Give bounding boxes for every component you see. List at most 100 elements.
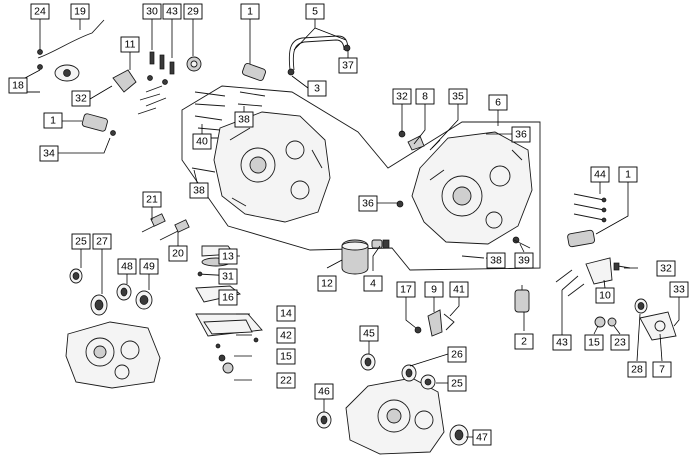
callout-box: 31 xyxy=(218,268,238,285)
svg-text:11: 11 xyxy=(125,39,136,51)
callout-box: 43 xyxy=(162,3,182,20)
callout-box: 12 xyxy=(317,275,337,292)
callout-box: 28 xyxy=(627,361,647,378)
right-crankcase xyxy=(411,131,533,245)
callout-box: 16 xyxy=(218,289,238,306)
callout-box: 45 xyxy=(359,325,379,342)
svg-text:43: 43 xyxy=(166,6,178,18)
callout-box: 18 xyxy=(8,77,28,94)
svg-text:35: 35 xyxy=(452,91,464,103)
svg-text:39: 39 xyxy=(518,255,530,267)
svg-text:9: 9 xyxy=(431,284,437,296)
callout-box: 48 xyxy=(117,258,137,275)
callout-box: 7 xyxy=(652,361,672,378)
callout-box: 38 xyxy=(189,182,209,199)
callout-box: 47 xyxy=(472,429,492,446)
svg-text:29: 29 xyxy=(187,6,199,18)
svg-text:28: 28 xyxy=(631,364,643,376)
callout-box: 17 xyxy=(396,281,416,298)
callout-box: 4 xyxy=(363,275,383,292)
callout-box: 26 xyxy=(447,346,467,363)
callout-box: 36 xyxy=(511,126,531,143)
svg-text:40: 40 xyxy=(196,136,208,148)
svg-text:38: 38 xyxy=(490,255,502,267)
svg-text:38: 38 xyxy=(238,114,250,126)
svg-text:1: 1 xyxy=(625,169,631,181)
callout-box: 40 xyxy=(192,133,212,150)
callout-box: 32 xyxy=(656,260,676,277)
callout-box: 21 xyxy=(142,191,162,208)
callout-box: 9 xyxy=(424,281,444,298)
svg-text:30: 30 xyxy=(146,6,158,18)
callout-box: 41 xyxy=(449,281,469,298)
svg-text:15: 15 xyxy=(280,351,292,363)
callout-box: 43 xyxy=(552,334,572,351)
svg-text:19: 19 xyxy=(74,6,86,18)
callout-box: 42 xyxy=(276,327,296,344)
svg-text:25: 25 xyxy=(451,378,463,390)
svg-text:45: 45 xyxy=(363,328,375,340)
callout-box: 2 xyxy=(514,333,534,350)
callout-box: 49 xyxy=(139,258,159,275)
callout-box: 22 xyxy=(276,372,296,389)
svg-text:48: 48 xyxy=(121,261,133,273)
callout-box: 15 xyxy=(276,348,296,365)
svg-text:1: 1 xyxy=(247,6,253,18)
callout-box: 6 xyxy=(488,94,508,111)
callout-box: 33 xyxy=(669,281,689,298)
callout-box: 32 xyxy=(392,88,412,105)
svg-text:37: 37 xyxy=(342,60,354,72)
callout-box: 25 xyxy=(447,375,467,392)
callout-box: 20 xyxy=(168,245,188,262)
svg-text:33: 33 xyxy=(673,284,685,296)
svg-text:31: 31 xyxy=(222,271,234,283)
svg-text:6: 6 xyxy=(495,97,501,109)
svg-text:41: 41 xyxy=(453,284,465,296)
svg-text:34: 34 xyxy=(43,148,55,160)
callout-box: 11 xyxy=(120,36,140,53)
svg-text:22: 22 xyxy=(280,375,292,387)
svg-text:44: 44 xyxy=(594,169,606,181)
callout-box: 29 xyxy=(183,3,203,20)
callout-box: 24 xyxy=(30,3,50,20)
svg-text:16: 16 xyxy=(222,292,234,304)
svg-text:25: 25 xyxy=(75,236,87,248)
callout-box: 25 xyxy=(71,233,91,250)
callout-box: 38 xyxy=(486,252,506,269)
svg-text:14: 14 xyxy=(280,308,292,320)
svg-text:47: 47 xyxy=(476,432,488,444)
callout-box: 8 xyxy=(415,88,435,105)
lower-centre-crankcase xyxy=(316,353,469,455)
svg-text:36: 36 xyxy=(515,129,527,141)
callout-box: 19 xyxy=(70,3,90,20)
callout-box: 14 xyxy=(276,305,296,322)
svg-text:1: 1 xyxy=(50,115,56,127)
callout-box: 15 xyxy=(584,334,604,351)
svg-text:43: 43 xyxy=(556,337,568,349)
svg-text:36: 36 xyxy=(362,198,374,210)
callout-box: 34 xyxy=(39,145,59,162)
svg-text:21: 21 xyxy=(146,194,158,206)
callout-box: 37 xyxy=(338,57,358,74)
callout-box: 44 xyxy=(590,166,610,183)
svg-text:26: 26 xyxy=(451,349,463,361)
svg-text:13: 13 xyxy=(222,251,234,263)
svg-text:32: 32 xyxy=(75,93,87,105)
svg-text:20: 20 xyxy=(172,248,184,260)
callout-box: 23 xyxy=(610,334,630,351)
svg-text:38: 38 xyxy=(193,185,205,197)
svg-text:2: 2 xyxy=(521,336,527,348)
callout-box: 36 xyxy=(358,195,378,212)
left-crankcase xyxy=(213,111,331,223)
callout-box: 39 xyxy=(514,252,534,269)
svg-text:27: 27 xyxy=(96,236,108,248)
svg-text:32: 32 xyxy=(660,263,672,275)
svg-text:32: 32 xyxy=(396,91,408,103)
callout-box: 10 xyxy=(595,287,615,304)
callout-box: 3 xyxy=(307,80,327,97)
callout-box: 35 xyxy=(448,88,468,105)
callout-box: 32 xyxy=(71,90,91,107)
callout-box: 30 xyxy=(142,3,162,20)
svg-text:8: 8 xyxy=(422,91,428,103)
